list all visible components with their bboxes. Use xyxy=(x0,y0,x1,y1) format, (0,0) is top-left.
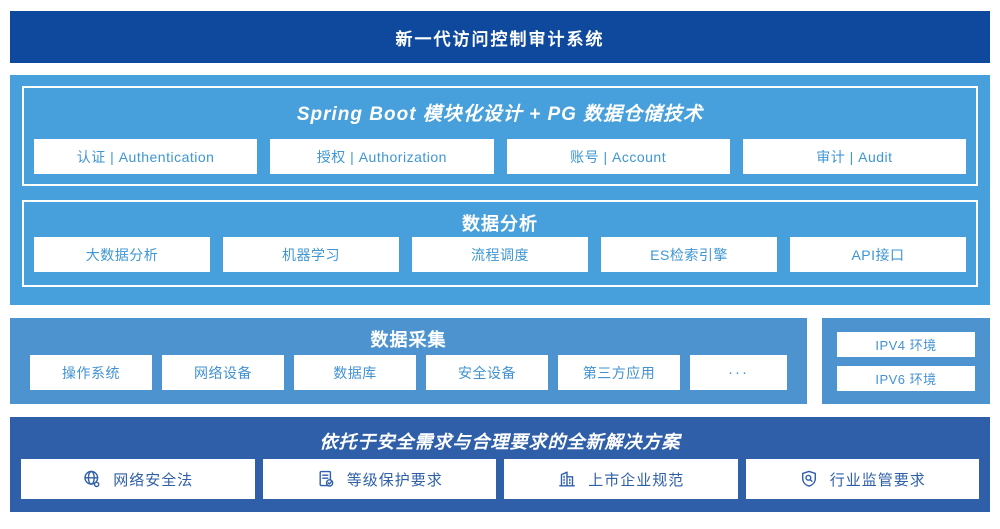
source-more-ellipsis: ··· xyxy=(690,355,787,390)
module-es-search-engine: ES检索引擎 xyxy=(601,237,777,272)
solution-title: 依托于安全需求与合理要求的全新解决方案 xyxy=(319,432,681,452)
solution-item-label: 等级保护要求 xyxy=(346,471,443,489)
module-authorization: 授权 | Authorization xyxy=(270,139,494,174)
module-bigdata-analysis: 大数据分析 xyxy=(34,237,210,272)
solution-item-label: 行业监管要求 xyxy=(829,471,926,489)
source-security-device: 安全设备 xyxy=(426,355,548,390)
source-database: 数据库 xyxy=(294,355,416,390)
data-analysis-module-row: 大数据分析 机器学习 流程调度 ES检索引擎 API接口 xyxy=(34,237,966,272)
document-check-icon xyxy=(316,469,336,489)
shield-search-icon xyxy=(799,469,819,489)
globe-icon xyxy=(82,469,102,489)
data-collection-title: 数据采集 xyxy=(370,330,447,350)
data-analysis-section: 数据分析 大数据分析 机器学习 流程调度 ES检索引擎 API接口 xyxy=(22,200,978,287)
solution-classified-protection: 等级保护要求 xyxy=(262,459,496,499)
source-operating-system: 操作系统 xyxy=(30,355,152,390)
module-api-interface: API接口 xyxy=(790,237,966,272)
source-third-party-app: 第三方应用 xyxy=(558,355,680,390)
solution-listed-company: 上市企业规范 xyxy=(504,459,738,499)
module-audit: 审计 | Audit xyxy=(742,139,966,174)
ip-environment-panel: IPV4 环境 IPV6 环境 xyxy=(822,318,990,404)
source-network-device: 网络设备 xyxy=(162,355,284,390)
data-collection-source-row: 操作系统 网络设备 数据库 安全设备 第三方应用 ··· xyxy=(30,355,787,390)
solution-cybersecurity-law: 网络安全法 xyxy=(21,459,255,499)
module-authentication: 认证 | Authentication xyxy=(34,139,258,174)
solution-item-label: 网络安全法 xyxy=(113,471,194,489)
solution-panel: 依托于安全需求与合理要求的全新解决方案 网络安全法 xyxy=(10,417,990,512)
solution-item-row: 网络安全法 等级保护要求 xyxy=(21,459,979,499)
spring-boot-module-row: 认证 | Authentication 授权 | Authorization 账… xyxy=(34,139,966,174)
solution-item-label: 上市企业规范 xyxy=(588,471,685,489)
module-account: 账号 | Account xyxy=(506,139,730,174)
system-title: 新一代访问控制审计系统 xyxy=(395,29,605,49)
spring-boot-section: Spring Boot 模块化设计 + PG 数据仓储技术 认证 | Authe… xyxy=(22,86,978,186)
data-collection-panel: 数据采集 操作系统 网络设备 数据库 安全设备 第三方应用 ··· xyxy=(10,318,807,404)
data-analysis-section-title: 数据分析 xyxy=(462,214,538,234)
ipv6-environment: IPV6 环境 xyxy=(837,365,975,391)
ipv4-environment: IPV4 环境 xyxy=(837,331,975,357)
spring-boot-section-title: Spring Boot 模块化设计 + PG 数据仓储技术 xyxy=(296,104,704,125)
module-workflow-scheduling: 流程调度 xyxy=(412,237,588,272)
module-machine-learning: 机器学习 xyxy=(223,237,399,272)
solution-industry-regulation: 行业监管要求 xyxy=(745,459,979,499)
building-icon xyxy=(557,469,577,489)
platform-panel: Spring Boot 模块化设计 + PG 数据仓储技术 认证 | Authe… xyxy=(10,75,990,305)
system-title-bar: 新一代访问控制审计系统 xyxy=(10,11,990,63)
